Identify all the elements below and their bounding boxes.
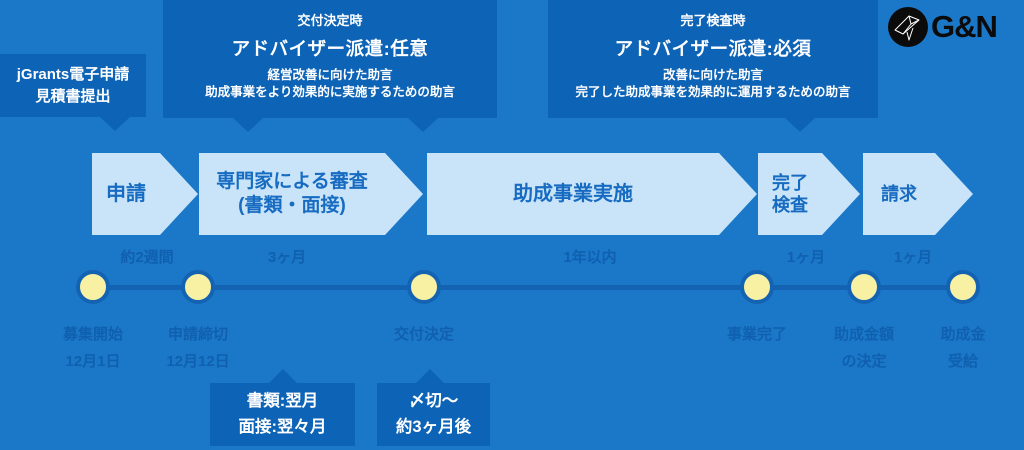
timeline-dot-project-completion [740,270,774,304]
step-label: 専門家による審査 [216,171,368,193]
milestone-label: 交付決定 [394,321,454,348]
milestone-line: 12月12日 [166,353,230,370]
callout-line: 約3ヶ月後 [395,417,472,436]
process-step-project-execution: 助成事業実施 [427,153,757,235]
step-label: 請求 [881,183,917,204]
milestone-line: 交付決定 [393,326,455,343]
callout-heading: アドバイザー派遣:必須 [614,38,812,59]
callout-advisor-optional: 交付決定時 アドバイザー派遣:任意 経営改善に向けた助言 助成事業をより効果的に… [163,0,497,132]
callout-advisor-required: 完了検査時 アドバイザー派遣:必須 改善に向けた助言 完了した助成事業を効果的に… [548,0,878,132]
callout-pointer-down [408,118,438,132]
step-label: (書類・面接) [238,195,346,216]
callout-note: 経営改善に向けた助言 [267,68,393,82]
milestone-label: 事業完了 [727,321,787,348]
callout-jgrants-application: jGrants電子申請 見積書提出 [0,54,146,131]
callout-pointer-up [416,369,444,383]
callout-note: 改善に向けた助言 [662,68,763,82]
timeline-dot-application-deadline [181,270,215,304]
milestone-label: 助成金 受給 [940,321,985,375]
callout-pointer-down [785,118,815,132]
callout-line: 面接:翌々月 [238,417,327,436]
origami-bird-icon [888,7,928,47]
milestone-label: 申請締切 12月12日 [166,321,229,375]
milestone-line: の決定 [841,353,887,370]
milestone-line: 助成金 [940,326,986,343]
milestone-line: 事業完了 [726,326,788,343]
process-step-completion-inspection: 完了 検査 [758,153,860,235]
milestone-line: 助成金額 [833,326,895,343]
callout-review-timing: 書類:翌月 面接:翌々月 [210,369,355,446]
timeline-line [93,285,963,290]
process-step-invoice: 請求 [863,153,973,235]
timeline-dot-amount-decision [847,270,881,304]
timeline-duration: 約2週間 [120,249,174,266]
gn-logo: G&N [888,7,998,47]
callout-heading: アドバイザー派遣:任意 [231,38,429,59]
callout-line: 〆切〜 [408,391,459,410]
process-step-application: 申請 [92,153,198,235]
callout-when: 完了検査時 [680,13,746,28]
milestone-line: 申請締切 [167,326,228,343]
milestone-line: 12月1日 [65,353,121,370]
timeline-duration: 1ヶ月 [893,249,933,266]
timeline-dot-grant-decision [407,270,441,304]
logo-text: G&N [931,9,998,44]
milestone-line: 受給 [947,353,979,370]
callout-note: 完了した助成事業を効果的に運用するための助言 [575,84,851,99]
callout-line: jGrants電子申請 [16,65,130,83]
timeline-dot-recruitment-start [76,270,110,304]
step-label: 申請 [106,182,146,205]
callout-pointer-down [233,118,263,132]
callout-decision-timing: 〆切〜 約3ヶ月後 [377,369,490,446]
timeline-duration: 1ヶ月 [786,249,826,266]
callout-note: 助成事業をより効果的に実施するための助言 [205,84,455,99]
milestone-label: 助成金額 の決定 [834,321,894,375]
milestone-label: 募集開始 12月1日 [63,321,123,375]
timeline-duration: 3ヶ月 [267,249,307,266]
callout-pointer-up [269,369,297,383]
timeline-dot-grant-payment [946,270,980,304]
callout-line: 書類:翌月 [246,391,319,410]
callout-pointer-down [100,117,130,131]
step-label: 完了 [772,172,808,193]
step-label: 検査 [772,195,808,215]
callout-line: 見積書提出 [35,87,111,105]
timeline-duration: 1年以内 [563,249,617,266]
milestone-line: 募集開始 [62,326,124,343]
process-step-expert-review: 専門家による審査 (書類・面接) [199,153,423,235]
callout-when: 交付決定時 [297,13,363,28]
step-label: 助成事業実施 [513,182,633,205]
